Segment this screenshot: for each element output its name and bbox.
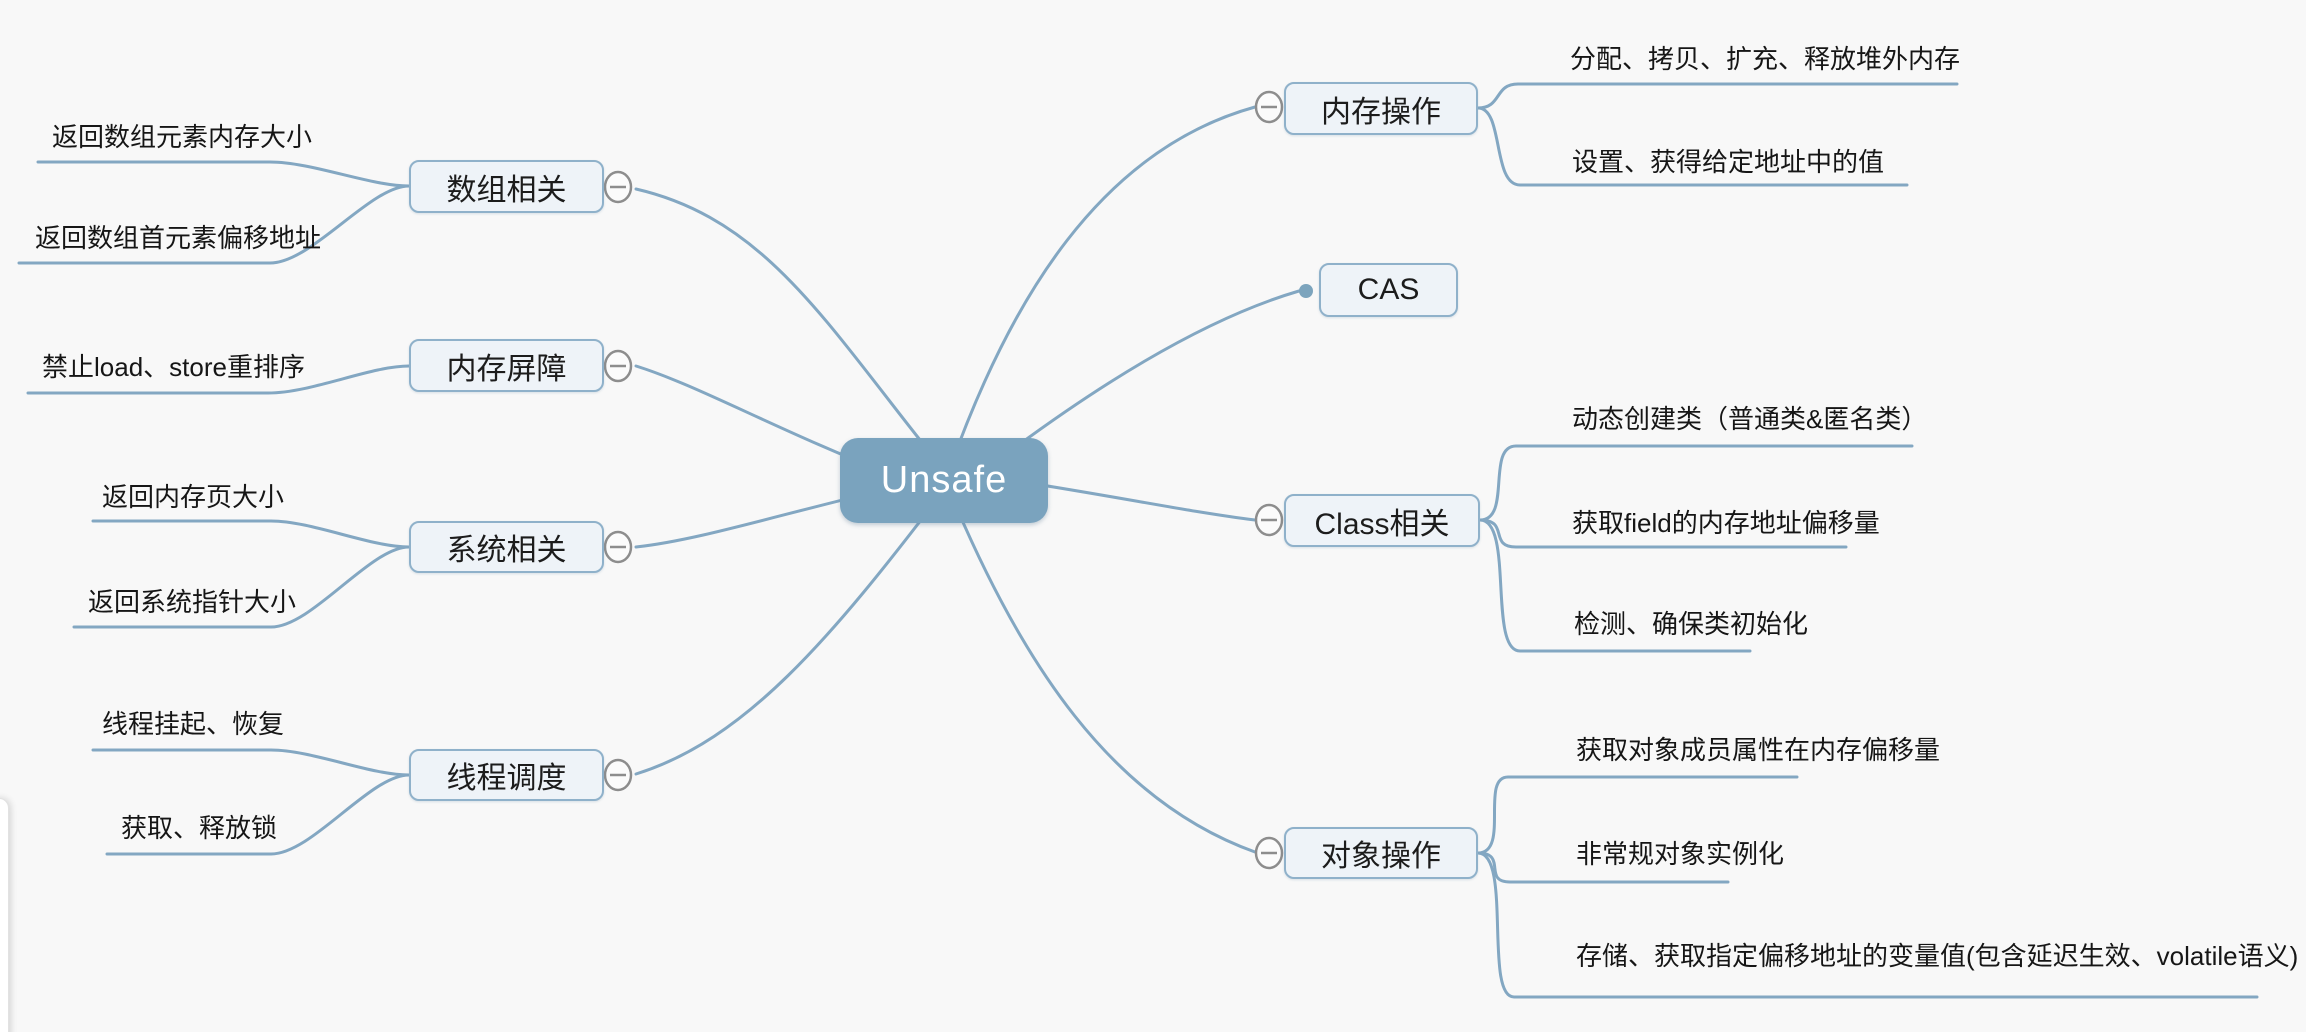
node-thread-scheduling[interactable]: 线程调度 [409, 749, 604, 801]
leaf-monitor-lock[interactable]: 获取、释放锁 [121, 813, 278, 843]
child-connector [36, 160, 411, 188]
child-connector [1476, 106, 1909, 187]
branch-curve-class [1008, 478, 1257, 522]
leaf-array-base-offset[interactable]: 返回数组首元素偏移地址 [35, 223, 322, 253]
child-connector [1476, 851, 2259, 999]
leaf-forbid-reorder[interactable]: 禁止load、store重排序 [42, 352, 305, 382]
child-connector [91, 748, 411, 777]
child-connector [1478, 518, 1752, 653]
leaf-pointer-size[interactable]: 返回系统指针大小 [88, 587, 297, 617]
child-connector [1478, 444, 1914, 522]
leaf-thread-park-unpark[interactable]: 线程挂起、恢复 [102, 709, 285, 739]
branch-curve-object [948, 490, 1257, 854]
child-connector [26, 364, 411, 395]
leaf-field-offset[interactable]: 获取field的内存地址偏移量 [1572, 508, 1880, 538]
child-connector [1476, 851, 1730, 884]
branch-curve-thread [634, 488, 946, 776]
minus-circle-icon[interactable] [603, 170, 633, 204]
leaf-offheap-memory[interactable]: 分配、拷贝、扩充、释放堆外内存 [1570, 44, 1961, 74]
child-connector [1476, 775, 1799, 855]
minus-circle-icon[interactable] [603, 530, 633, 564]
branch-curve-array [634, 187, 946, 472]
node-system-related[interactable]: 系统相关 [409, 521, 604, 573]
minus-circle-icon[interactable] [1254, 90, 1284, 124]
child-connector [17, 184, 411, 265]
root-node-unsafe[interactable]: Unsafe [840, 438, 1048, 523]
child-connector [91, 519, 411, 549]
branch-curve-memops [948, 105, 1257, 470]
leaf-get-set-address[interactable]: 设置、获得给定地址中的值 [1572, 147, 1885, 177]
node-class-related[interactable]: Class相关 [1284, 494, 1480, 547]
leaf-ensure-class-init[interactable]: 检测、确保类初始化 [1574, 609, 1809, 639]
node-array-related[interactable]: 数组相关 [409, 160, 604, 213]
node-memory-operations[interactable]: 内存操作 [1284, 82, 1478, 135]
minus-circle-icon[interactable] [1254, 836, 1284, 870]
minus-circle-icon[interactable] [603, 758, 633, 792]
child-connector [72, 545, 411, 629]
leaf-define-class[interactable]: 动态创建类（普通类&匿名类） [1572, 404, 1928, 434]
dot-icon [1299, 284, 1313, 298]
canvas-edge-artifact [0, 798, 9, 1032]
leaf-array-element-size[interactable]: 返回数组元素内存大小 [52, 122, 313, 152]
leaf-put-get-volatile[interactable]: 存储、获取指定偏移地址的变量值(包含延迟生效、volatile语义) [1576, 941, 2299, 971]
minus-circle-icon[interactable] [1254, 503, 1284, 537]
leaf-page-size[interactable]: 返回内存页大小 [102, 482, 285, 512]
node-cas[interactable]: CAS [1319, 263, 1458, 317]
leaf-member-offset[interactable]: 获取对象成员属性在内存偏移量 [1576, 735, 1941, 765]
node-memory-barrier[interactable]: 内存屏障 [409, 339, 604, 392]
node-object-operations[interactable]: 对象操作 [1284, 827, 1478, 879]
minus-circle-icon[interactable] [603, 349, 633, 383]
child-connector [105, 773, 411, 856]
child-connector [1476, 82, 1959, 110]
leaf-allocate-instance[interactable]: 非常规对象实例化 [1576, 839, 1785, 869]
child-connector [1478, 518, 1848, 549]
